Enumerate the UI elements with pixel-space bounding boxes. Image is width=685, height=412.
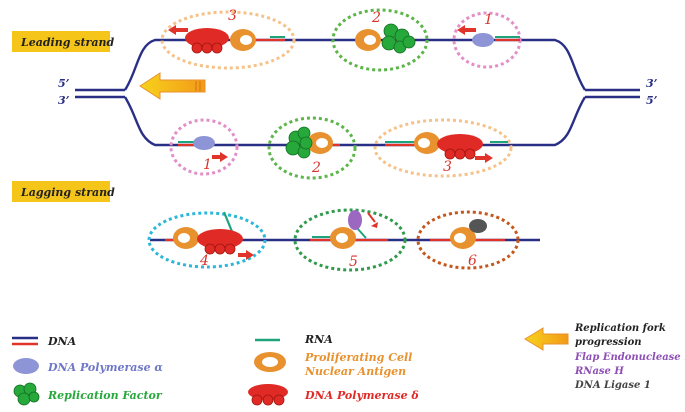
- legend-pol-delta-label: DNA Polymerase δ: [304, 389, 419, 402]
- lagging-step-4-number: 4: [199, 253, 209, 269]
- legend-dna: DNA: [12, 335, 77, 348]
- lagging-step-3-number: 3: [443, 159, 452, 175]
- leading-step-3: 3: [160, 8, 296, 70]
- lagging-step-4: 4: [147, 211, 267, 269]
- lagging-step-5: 5: [293, 208, 407, 272]
- legend-ligase-label: DNA Ligase 1: [574, 380, 651, 391]
- lagging-step-2: 2: [267, 116, 357, 180]
- end-label-3prime-right: 3’: [646, 77, 658, 90]
- legend: DNA DNA Polymerase α Replication Factor …: [12, 323, 685, 406]
- leading-strand-label: Leading strand: [20, 36, 114, 49]
- legend-fork-label-line1: Replication fork: [574, 323, 666, 334]
- lagging-step-1-number: 1: [203, 157, 212, 173]
- lagging-step-2-number: 2: [311, 160, 321, 176]
- legend-rep-factor-label: Replication Factor: [47, 389, 163, 402]
- legend-dna-label: DNA: [47, 335, 77, 348]
- lagging-step-6: 6: [416, 210, 520, 270]
- leading-strand-tag: Leading strand: [12, 31, 114, 52]
- fork-progression-arrow: [139, 72, 206, 100]
- legend-fork-label-line2: progression: [575, 337, 642, 348]
- legend-rep-factor: Replication Factor: [13, 382, 163, 406]
- legend-pcna-label-line2: Nuclear Antigen: [304, 365, 406, 378]
- lagging-step-5-number: 5: [349, 254, 358, 270]
- legend-rnase-label: RNase H: [574, 366, 624, 377]
- legend-rna-label: RNA: [304, 333, 333, 346]
- lagging-strand-tag: Lagging strand: [12, 181, 115, 202]
- lagging-step-1: 1: [169, 118, 239, 176]
- legend-rna: RNA: [255, 333, 333, 346]
- leading-step-1: 1: [452, 11, 522, 69]
- end-label-3prime-left: 3’: [58, 94, 70, 107]
- lagging-step-3: 3: [373, 118, 513, 178]
- lagging-strand-label: Lagging strand: [20, 186, 115, 199]
- end-label-5prime-right: 5’: [646, 94, 658, 107]
- legend-fork-arrow: Replication fork progression: [524, 323, 666, 351]
- leading-step-2-number: 2: [371, 10, 381, 26]
- legend-pol-alpha-label: DNA Polymerase α: [47, 361, 163, 374]
- end-label-5prime-left: 5’: [58, 77, 70, 90]
- legend-flap-label: Flap Endonuclease 1: [574, 352, 685, 363]
- leading-step-3-number: 3: [228, 8, 237, 24]
- legend-pol-delta: DNA Polymerase δ: [248, 384, 419, 406]
- leading-step-1-number: 1: [484, 12, 493, 28]
- lagging-step-6-number: 6: [468, 253, 477, 269]
- legend-pcna: Proliferating Cell Nuclear Antigen: [254, 351, 412, 378]
- legend-pcna-label-line1: Proliferating Cell: [304, 351, 412, 364]
- leading-step-2: 2: [331, 8, 429, 72]
- legend-pol-alpha: DNA Polymerase α: [13, 358, 163, 374]
